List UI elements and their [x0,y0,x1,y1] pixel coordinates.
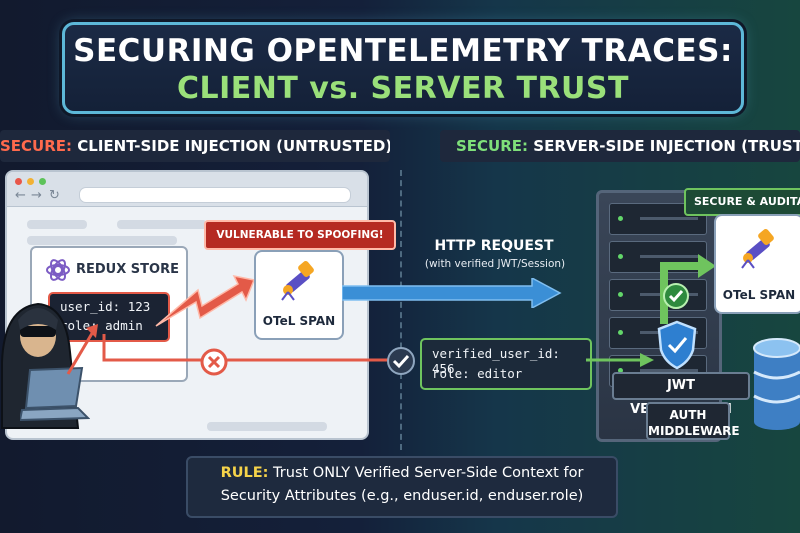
browser-toolbar: ← → ↻ [7,172,367,207]
minimize-dot-icon [27,178,34,185]
verified-role: role: editor [432,366,523,381]
placeholder-line [27,220,87,229]
telescope-icon [741,229,774,269]
right-section-text: SERVER-SIDE INJECTION (TRUSTED) [533,137,800,155]
rule-line-2: Security Attributes (e.g., enduser.id, e… [220,488,584,504]
title-banner: SECURING OPENTELEMETRY TRACES: CLIENT vs… [62,22,744,114]
placeholder-line [27,236,177,245]
right-section-header: SECURE: SERVER-SIDE INJECTION (TRUSTED) [440,130,800,162]
jwt-verification-label: JWT VERIFICATION [612,372,750,417]
redux-store-title: REDUX STORE [76,262,179,277]
vulnerable-badge: VULNERABLE TO SPOOFING! [204,220,396,250]
title-line-2: CLIENT vs. SERVER TRUST [176,71,629,106]
left-section-header: SECURE: CLIENT-SIDE INJECTION (UNTRUSTED… [0,130,390,162]
left-section-keyword: SECURE: [0,137,73,155]
injection-arrow [66,324,98,375]
right-section-keyword: SECURE: [456,137,529,155]
auth-line-2: MIDDLEWARE [648,424,740,438]
rule-box: RULE: Trust ONLY Verified Server-Side Co… [186,456,618,518]
placeholder-line [117,220,207,229]
check-circle-icon [663,283,689,309]
title-line-1: SECURING OPENTELEMETRY TRACES: [73,33,733,69]
secure-auditable-badge: SECURE & AUDITABLE [684,188,800,216]
http-request-arrow [342,278,562,308]
shield-icon [657,320,697,370]
otel-span-card-right: OTeL SPAN [714,214,800,314]
status-led-icon [618,330,623,335]
status-led-icon [618,368,623,373]
auth-line-1: AUTH [669,408,707,422]
otel-span-card-left: OTeL SPAN [254,250,344,340]
placeholder-line [207,422,327,431]
http-request-label: HTTP REQUEST [434,238,554,254]
x-circle-icon [200,348,228,376]
reload-icon: ↻ [49,188,60,203]
status-led-icon [618,292,623,297]
trusted-flow-arrow [660,254,716,324]
status-led-icon [618,216,623,221]
telescope-icon [281,261,314,301]
rejected-path [102,334,396,362]
client-role: role: admin [60,318,143,333]
rule-text-1: Trust ONLY Verified Server-Side Context … [268,465,584,481]
verified-context-code: verified_user_id: 456 role: editor [420,338,592,390]
database-icon [753,338,800,430]
left-section-text: CLIENT-SIDE INJECTION (UNTRUSTED) [72,137,390,155]
rule-keyword: RULE: [220,465,269,481]
laptop-icon [20,366,90,422]
address-bar [79,187,351,203]
back-icon: ← [15,188,26,203]
otel-span-label-left: OTeL SPAN [262,314,336,328]
close-dot-icon [15,178,22,185]
status-led-icon [618,254,623,259]
forward-icon: → [31,188,42,203]
section-divider [400,170,402,450]
verified-user-id: verified_user_id: 456 [432,346,560,376]
check-circle-icon [387,347,415,375]
rack-slot [640,369,698,372]
rack-slot [640,255,698,258]
client-user-id: user_id: 123 [60,299,151,314]
maximize-dot-icon [39,178,46,185]
redux-icon [46,259,70,281]
rule-line-1: RULE: Trust ONLY Verified Server-Side Co… [188,465,616,481]
http-request-sub: (with verified JWT/Session) [424,258,566,270]
lightning-arrow-icon [155,274,256,327]
rack-slot [640,217,698,220]
otel-span-label-right: OTeL SPAN [722,288,796,302]
verified-flow-arrow [586,353,654,367]
auth-middleware-label: AUTH MIDDLEWARE [646,402,740,440]
